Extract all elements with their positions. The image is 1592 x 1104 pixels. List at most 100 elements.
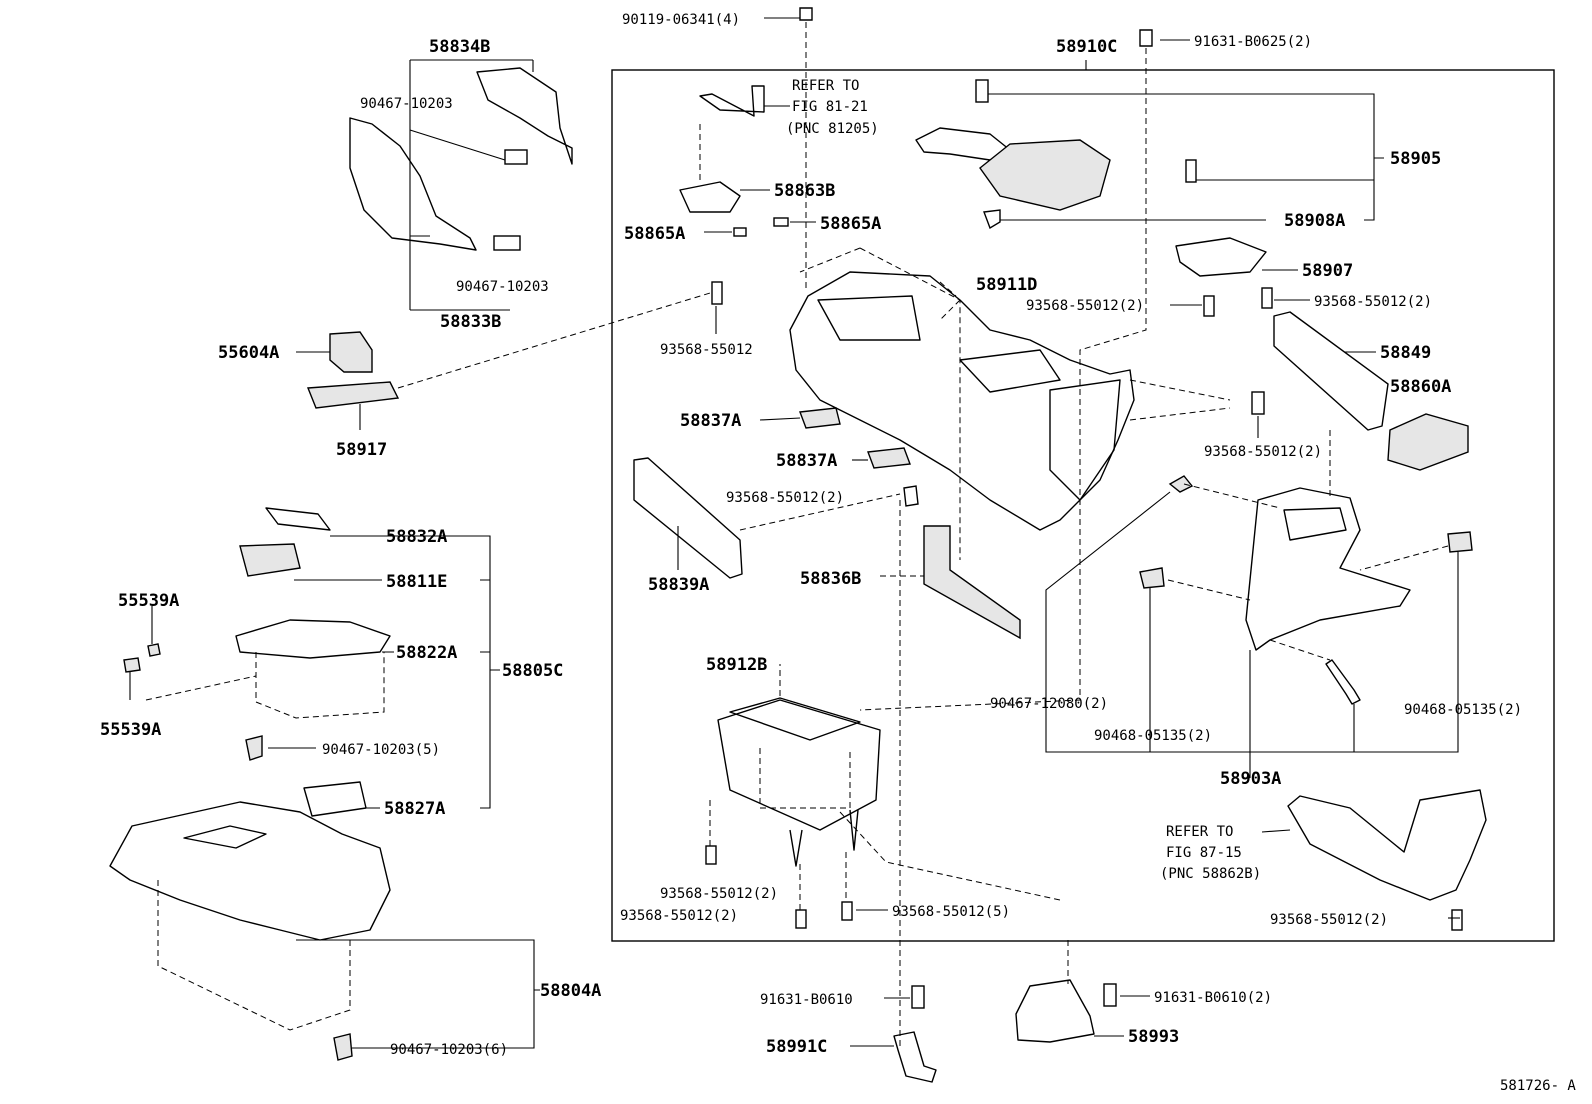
part-55604A-shape bbox=[329, 331, 373, 373]
screw-93568-c-shape bbox=[705, 845, 717, 865]
label-58804A: 58804A bbox=[540, 981, 601, 1001]
screw-93568-f-shape bbox=[1203, 295, 1215, 317]
label-58849: 58849 bbox=[1380, 343, 1431, 363]
part-58849-shape bbox=[1273, 311, 1389, 431]
part-58811E-shape bbox=[239, 543, 301, 577]
bolt-91631-B0610-a-shape bbox=[911, 985, 925, 1009]
part-58832A-shape bbox=[265, 507, 331, 531]
panel-58833B-shape bbox=[349, 117, 477, 251]
part-58865A-l-shape bbox=[733, 227, 747, 237]
label-58865A-left: 58865A bbox=[624, 224, 685, 244]
cap-90468-b-shape bbox=[1447, 531, 1473, 553]
cap-90468-a-shape bbox=[1139, 567, 1165, 589]
part-58836B-shape bbox=[923, 525, 1021, 640]
label-58910C: 58910C bbox=[1056, 37, 1117, 57]
label-58907: 58907 bbox=[1302, 261, 1353, 281]
label-55539A-top: 55539A bbox=[118, 591, 179, 611]
diagram-code: 581726- A bbox=[1500, 1078, 1576, 1094]
clip-upper-shape bbox=[504, 149, 528, 165]
part-58863B-shape bbox=[679, 181, 741, 213]
part-58991C-shape bbox=[893, 1031, 937, 1083]
label-58993: 58993 bbox=[1128, 1027, 1179, 1047]
label-91631-B0610-2: 91631-B0610(2) bbox=[1154, 990, 1272, 1006]
label-58991C: 58991C bbox=[766, 1037, 827, 1057]
label-58903A: 58903A bbox=[1220, 769, 1281, 789]
armrest-lid-group bbox=[915, 79, 1384, 230]
bolt-91631-B0610-b-shape bbox=[1103, 983, 1117, 1007]
screw-93568-g-shape bbox=[1261, 287, 1273, 309]
label-93568-55012-c3: 93568-55012(2) bbox=[620, 908, 738, 924]
upper-side-panel-group bbox=[349, 59, 573, 311]
label-55539A-bottom: 55539A bbox=[100, 720, 161, 740]
label-58839A: 58839A bbox=[648, 575, 709, 595]
cable-shape bbox=[699, 85, 765, 117]
screw-93568-d-shape bbox=[795, 909, 807, 929]
part-58907-shape bbox=[1175, 237, 1267, 277]
screw-58903A-shape bbox=[1325, 659, 1361, 705]
rear-duct-shape bbox=[1287, 789, 1487, 901]
label-58837A-1: 58837A bbox=[680, 411, 741, 431]
rear-console-group bbox=[109, 801, 540, 1061]
part-58865A-r-shape bbox=[773, 217, 789, 227]
label-refer2-line1: REFER TO bbox=[1166, 824, 1233, 840]
part-55539A-b-shape bbox=[123, 657, 141, 673]
label-90467-10203-a: 90467-10203 bbox=[360, 96, 453, 112]
label-93568-55012-c8: 93568-55012(2) bbox=[1270, 912, 1388, 928]
label-58822A: 58822A bbox=[396, 643, 457, 663]
part-58993-shape bbox=[1015, 979, 1095, 1043]
label-refer1-line2: FIG 81-21 bbox=[792, 99, 868, 115]
part-58912B-shape bbox=[717, 699, 881, 831]
label-58837A-2: 58837A bbox=[776, 451, 837, 471]
screw-93568-e-shape bbox=[841, 901, 853, 921]
label-90467-10203-5: 90467-10203(5) bbox=[322, 742, 440, 758]
label-90468-05135-b: 90468-05135(2) bbox=[1404, 702, 1522, 718]
bolt-90119-shape bbox=[799, 7, 813, 21]
storage-box-group bbox=[717, 664, 1061, 901]
label-58860A: 58860A bbox=[1390, 377, 1451, 397]
screw-93568-a-shape bbox=[711, 281, 723, 305]
label-90467-10203-b: 90467-10203 bbox=[456, 279, 549, 295]
label-90467-12080: 90467-12080(2) bbox=[990, 696, 1108, 712]
label-91631-B0610: 91631-B0610 bbox=[760, 992, 853, 1008]
screw-93568-b-shape bbox=[903, 485, 919, 507]
console-assembly-frame bbox=[611, 69, 1555, 942]
part-58804A-shape bbox=[109, 801, 391, 941]
part-58827A-shape bbox=[303, 781, 367, 817]
label-93568-55012-c6: 93568-55012(2) bbox=[1314, 294, 1432, 310]
part-58837A-a-shape bbox=[799, 407, 841, 429]
part-55539A-a-shape bbox=[147, 643, 161, 657]
label-90468-05135-a: 90468-05135(2) bbox=[1094, 728, 1212, 744]
part-58917-shape bbox=[306, 381, 400, 409]
part-58905-lid-shape bbox=[979, 139, 1111, 211]
shift-bezel-group bbox=[123, 507, 500, 817]
console-body-group bbox=[789, 247, 1135, 560]
clip-90467-shape bbox=[245, 735, 263, 761]
label-93568-55012-c2: 93568-55012(2) bbox=[660, 886, 778, 902]
panel-58834B-shape bbox=[476, 67, 573, 165]
clip-90467-6-shape bbox=[333, 1033, 353, 1061]
label-refer1-line3: (PNC 81205) bbox=[786, 121, 879, 137]
label-58912B: 58912B bbox=[706, 655, 767, 675]
label-93568-55012-c1: 93568-55012(2) bbox=[726, 490, 844, 506]
label-refer2-line2: FIG 87-15 bbox=[1166, 845, 1242, 861]
label-58836B: 58836B bbox=[800, 569, 861, 589]
shift-panel-group bbox=[1045, 430, 1473, 778]
part-58908A-shape bbox=[983, 209, 1001, 230]
part-58839A-shape bbox=[633, 457, 743, 579]
label-58834B: 58834B bbox=[429, 37, 490, 57]
part-58911D-shape bbox=[789, 271, 1135, 531]
screw-93568-i-shape bbox=[1451, 909, 1463, 931]
bolt-91631-B0625-shape bbox=[1139, 29, 1153, 47]
screw-58905-shape bbox=[1185, 159, 1197, 183]
bolt-58905-shape bbox=[975, 79, 989, 103]
label-58827A: 58827A bbox=[384, 799, 445, 819]
label-58911D: 58911D bbox=[976, 275, 1037, 295]
screw-93568-h-shape bbox=[1251, 391, 1265, 415]
part-58860A-vent-shape bbox=[1387, 413, 1469, 471]
label-refer2-line3: (PNC 58862B) bbox=[1160, 866, 1261, 882]
clip-lower-shape bbox=[493, 235, 521, 251]
part-58837A-b-shape bbox=[867, 447, 911, 469]
label-55604A: 55604A bbox=[218, 343, 279, 363]
label-58833B: 58833B bbox=[440, 312, 501, 332]
clip-90467-12080-shape bbox=[1168, 475, 1194, 493]
